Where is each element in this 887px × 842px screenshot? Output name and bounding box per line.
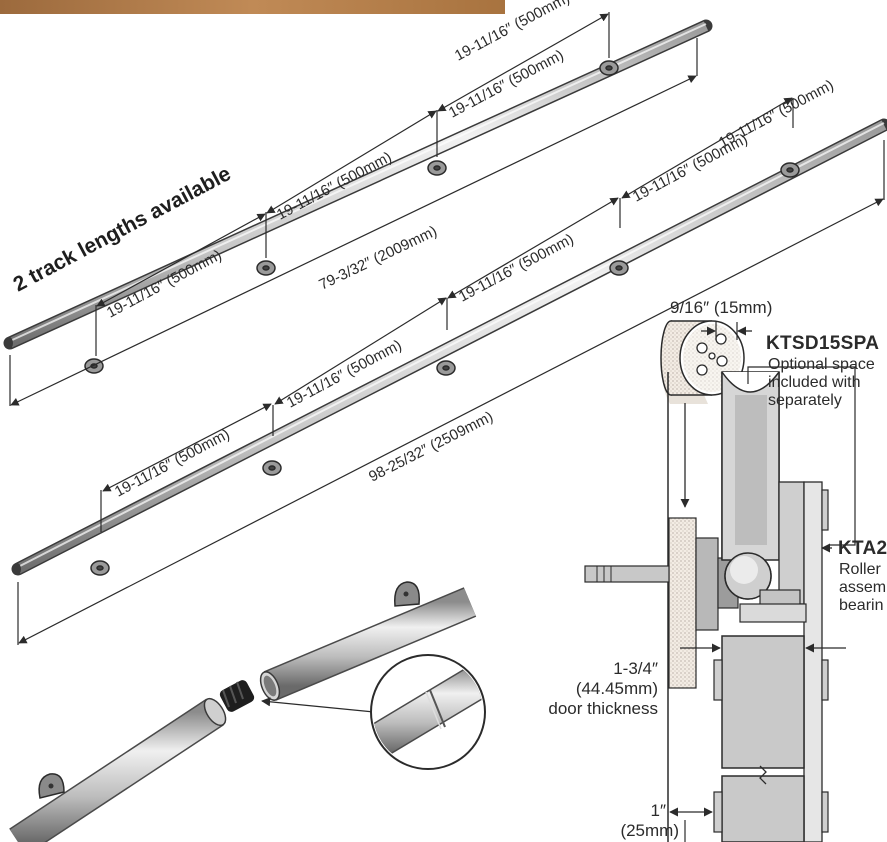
wood-photo-strip [0,0,505,14]
track-2-spacing-5: 19-11/16″ (500mm) [716,77,837,152]
spacer-disc [660,320,752,508]
track-1-length: 79-3/32″ (2009mm) [316,223,439,294]
roller-desc-1: Roller [839,561,881,578]
roller-code: KTA2 [838,538,887,559]
door-thickness-2: (44.45mm) [575,679,658,698]
headline: 2 track lengths available [10,162,235,296]
track-1-end-cap [5,337,13,349]
track-2 [11,97,887,645]
roller-desc-2: assem [839,579,887,596]
track-connector-detail [9,581,486,842]
spacer-desc-1: Optional space [768,356,875,373]
door-gap-1: 1″ [650,801,666,820]
spacer-desc-3: separately [768,392,842,409]
door-gap-2: (25mm) [620,821,679,840]
threaded-connector [219,680,255,712]
door-thickness-1: 1-3/4″ [613,659,658,678]
track-2-end-cap [13,563,21,575]
door-thickness-3: door thickness [548,699,658,718]
door-roller-section [584,366,856,842]
track-2-length-line [18,198,884,644]
track-1-spacing-1: 19-11/16″ (500mm) [104,247,225,322]
roller-desc-3: bearin [839,597,884,614]
track-1 [3,12,713,406]
track-2-length: 98-25/32″ (2509mm) [366,408,496,485]
spacer-dimension: 9/16″ (15mm) [670,298,773,317]
track-1-spacing-2: 19-11/16″ (500mm) [274,149,395,224]
spacer-code: KTSD15SPA [766,333,880,354]
spacer-desc-2: included with [768,374,861,391]
